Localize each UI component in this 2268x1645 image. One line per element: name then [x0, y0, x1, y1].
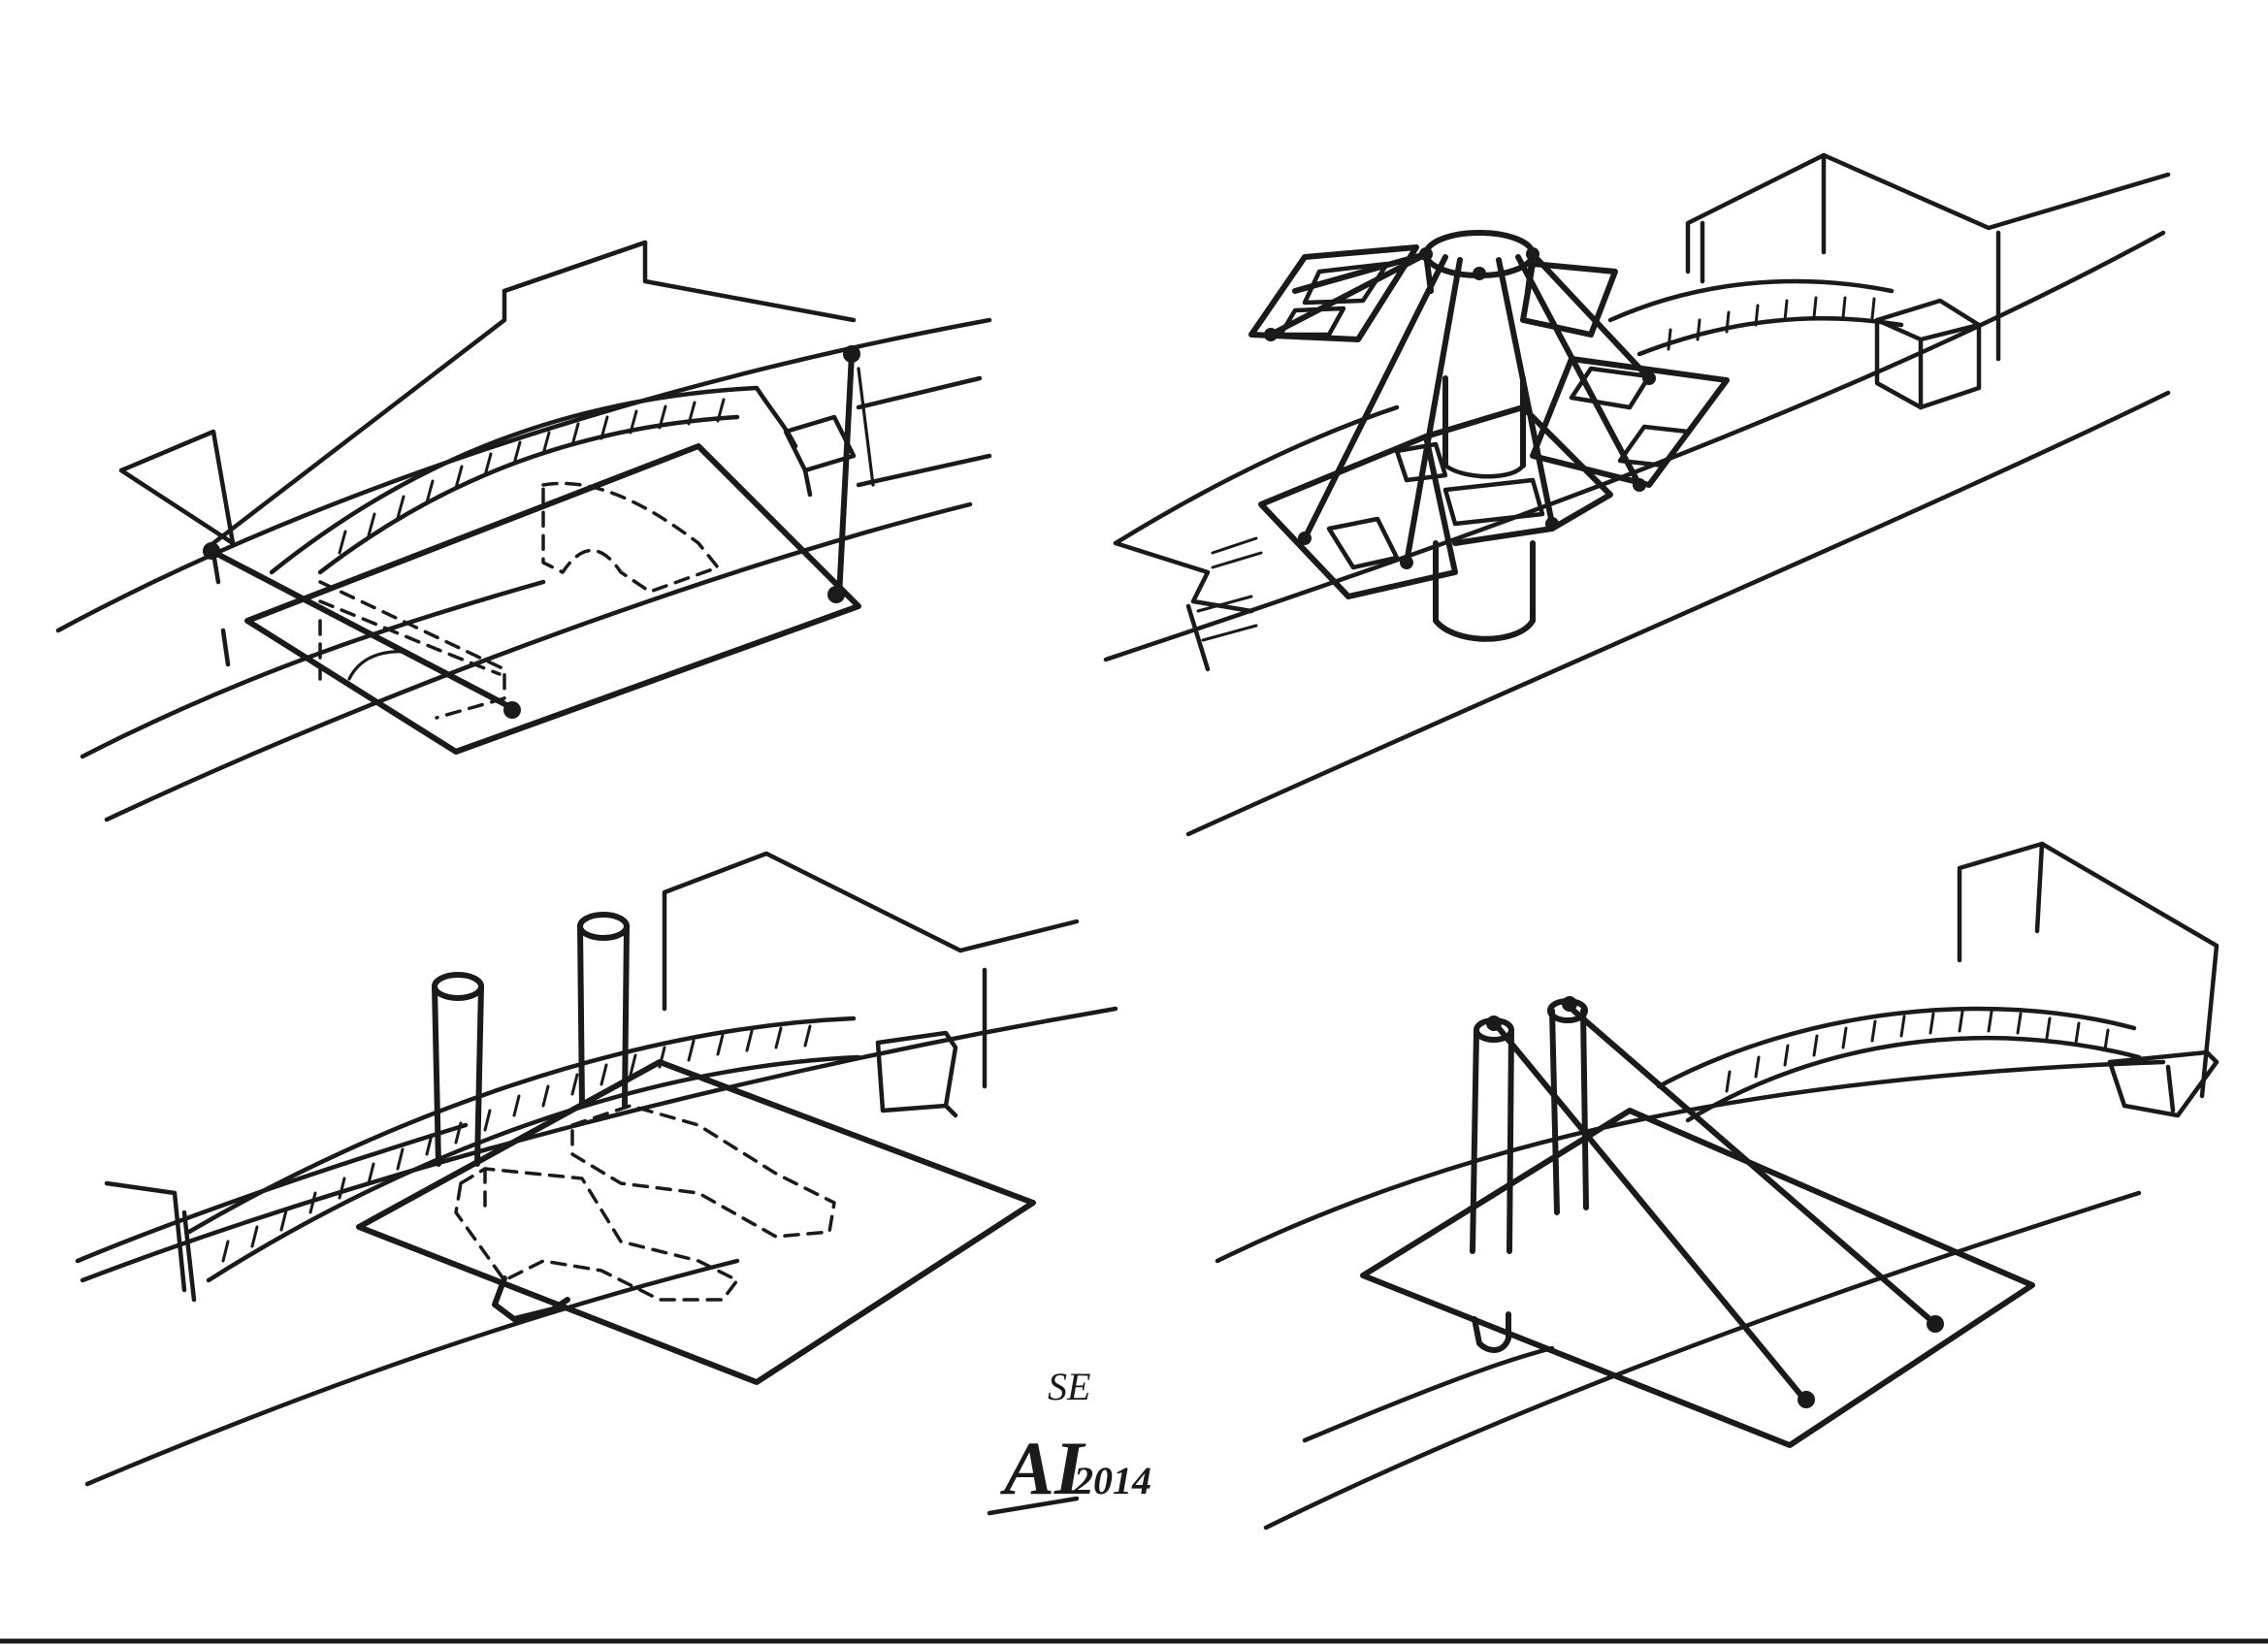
artist-signature: AI SE 2014	[987, 1365, 1151, 1516]
anchor-dot	[827, 586, 845, 603]
signature-initials: AI	[999, 1426, 1086, 1510]
sketch-panel-bottom-left	[75, 851, 1118, 1487]
sketch-panel-top-left	[55, 240, 992, 822]
sketch-panel-top-right	[1103, 152, 2171, 837]
cable-start-dot	[203, 542, 220, 560]
mast-top-dot	[843, 345, 860, 363]
cable-end-dot	[503, 701, 521, 719]
anchor-dot	[1927, 1315, 1944, 1333]
signature-superscript: SE	[1048, 1365, 1090, 1408]
anchor-dot	[1798, 1391, 1815, 1408]
sketch-panel-bottom-right	[1215, 841, 2219, 1531]
signature-year: 2014	[1073, 1459, 1151, 1502]
